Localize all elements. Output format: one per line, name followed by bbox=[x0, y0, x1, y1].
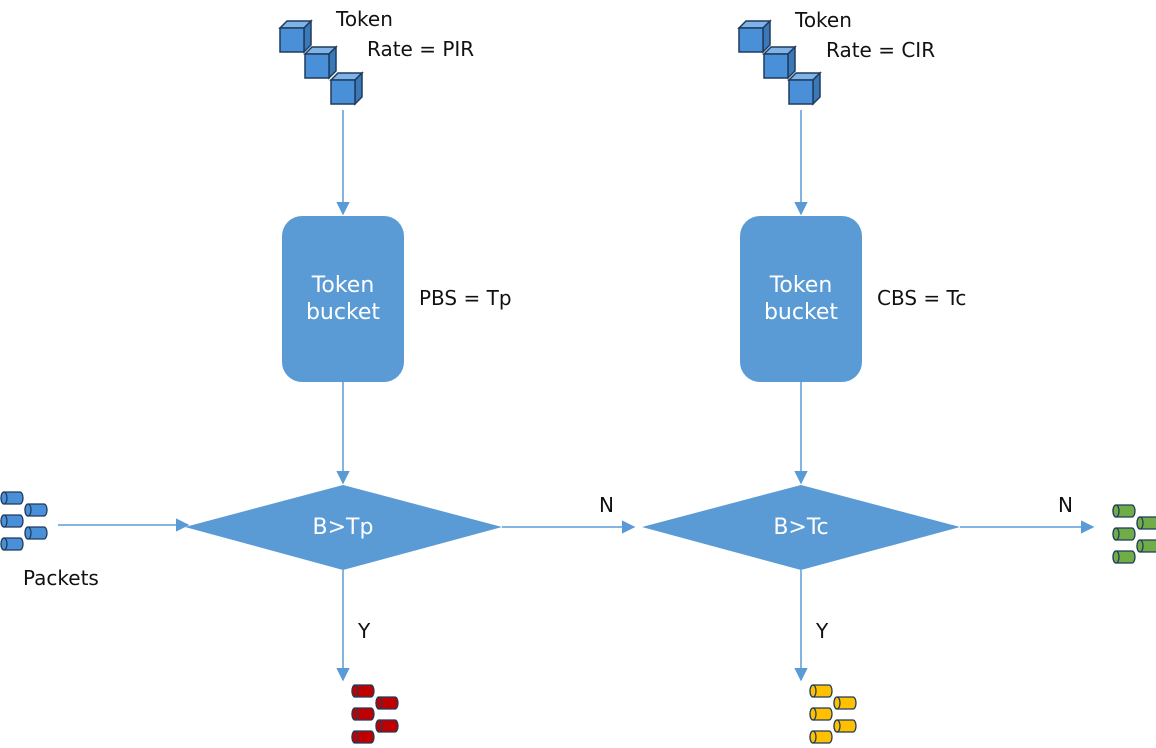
no-label-pir: N bbox=[599, 493, 614, 517]
burst-label-cbs: CBS = Tc bbox=[877, 286, 967, 310]
packet-icon bbox=[375, 719, 399, 733]
packet-icon bbox=[24, 503, 48, 517]
yes-label-cir: Y bbox=[816, 619, 829, 643]
token-cube-icon bbox=[303, 45, 338, 80]
bucket-text-pir-line2: bucket bbox=[305, 300, 381, 325]
token-label-cir: Token bbox=[795, 8, 852, 32]
packets-green-output bbox=[1112, 504, 1156, 564]
packet-icon bbox=[0, 514, 24, 528]
burst-label-pbs: PBS = Tp bbox=[419, 286, 512, 310]
packet-icon bbox=[833, 696, 857, 710]
decision-diamond-pir bbox=[185, 485, 502, 570]
bucket-text-cir: Token bucket bbox=[740, 272, 862, 326]
packet-icon bbox=[1136, 516, 1156, 530]
packets-red-output bbox=[351, 684, 399, 744]
packet-icon bbox=[0, 491, 24, 505]
packet-icon bbox=[809, 707, 833, 721]
token-cube-icon bbox=[329, 71, 364, 106]
bucket-text-pir: Token bucket bbox=[282, 272, 404, 326]
packet-icon bbox=[1112, 504, 1136, 518]
token-cube-icon bbox=[762, 45, 797, 80]
packet-icon bbox=[351, 707, 375, 721]
packet-icon bbox=[809, 730, 833, 744]
packet-icon bbox=[351, 684, 375, 698]
packet-icon bbox=[1112, 550, 1136, 564]
no-label-cir: N bbox=[1058, 493, 1073, 517]
token-cubes-pir bbox=[278, 19, 364, 106]
decision-text-cir: B>Tc bbox=[773, 515, 829, 540]
packets-input bbox=[0, 491, 48, 551]
packet-icon bbox=[0, 537, 24, 551]
packets-yellow-output bbox=[809, 684, 857, 744]
rate-label-pir: Rate = PIR bbox=[367, 37, 475, 61]
packets-label: Packets bbox=[23, 566, 99, 590]
packet-icon bbox=[1112, 527, 1136, 541]
token-cube-icon bbox=[737, 19, 772, 54]
token-label-pir: Token bbox=[336, 7, 393, 31]
bucket-text-cir-line1: Token bbox=[769, 273, 833, 298]
packet-icon bbox=[833, 719, 857, 733]
decision-text-pir: B>Tp bbox=[312, 515, 374, 540]
rate-label-cir: Rate = CIR bbox=[826, 38, 936, 62]
token-bucket-cir bbox=[740, 216, 862, 382]
token-bucket-pir bbox=[282, 216, 404, 382]
packet-icon bbox=[24, 526, 48, 540]
packet-icon bbox=[375, 696, 399, 710]
token-cube-icon bbox=[278, 19, 313, 54]
token-cubes-cir bbox=[737, 19, 822, 106]
bucket-text-cir-line2: bucket bbox=[763, 300, 839, 325]
packet-icon bbox=[1136, 539, 1156, 553]
decision-diamond-cir bbox=[642, 485, 960, 570]
yes-label-pir: Y bbox=[358, 619, 371, 643]
packet-icon bbox=[809, 684, 833, 698]
token-cube-icon bbox=[787, 71, 822, 106]
bucket-text-pir-line1: Token bbox=[311, 273, 375, 298]
packet-icon bbox=[351, 730, 375, 744]
